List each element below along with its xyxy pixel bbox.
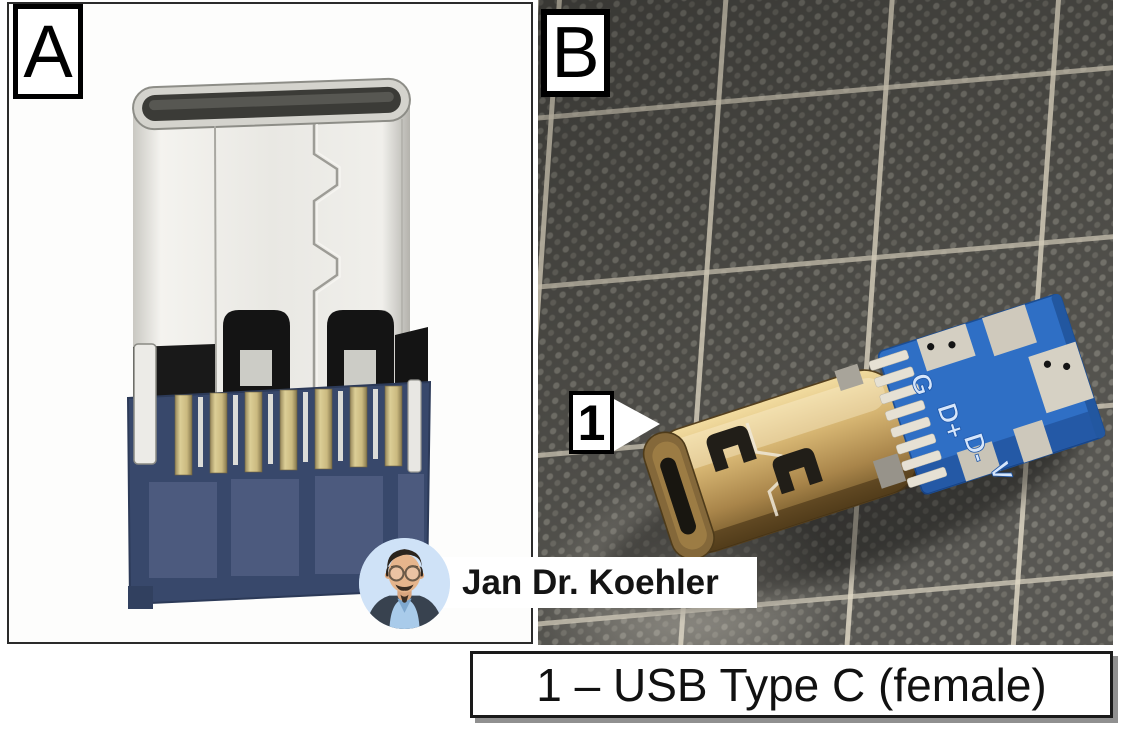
usb-c-cad-render bbox=[126, 77, 432, 609]
callout-1-arrow bbox=[614, 399, 660, 451]
usb-c-photo: G D+ D- V bbox=[599, 293, 1107, 607]
callout-1-number: 1 bbox=[577, 394, 606, 451]
avatar-glasses bbox=[388, 565, 421, 582]
author-avatar bbox=[359, 538, 450, 629]
cad-pcb bbox=[126, 380, 432, 609]
panel-b-label: B bbox=[541, 9, 610, 97]
watermark-strip: Jan Dr. Koehler bbox=[428, 557, 757, 608]
photo-pcb: G D+ D- V bbox=[868, 293, 1107, 496]
watermark-author: Jan Dr. Koehler bbox=[462, 562, 719, 602]
panel-b: G D+ D- V B 1 bbox=[538, 0, 1113, 645]
photo-gold-shell bbox=[642, 363, 924, 561]
panel-a-label: A bbox=[13, 4, 83, 99]
photo-solder-fingers bbox=[868, 349, 948, 488]
panel-b-label-text: B bbox=[551, 13, 600, 93]
panel-a: A bbox=[7, 2, 533, 644]
cad-left-shell-tab bbox=[133, 343, 157, 465]
cad-gold-pins bbox=[174, 385, 403, 476]
figure-caption: 1 – USB Type C (female) bbox=[470, 651, 1113, 718]
figure-caption-text: 1 – USB Type C (female) bbox=[536, 658, 1047, 711]
panel-a-label-text: A bbox=[23, 9, 73, 93]
avatar-illustration bbox=[359, 538, 450, 629]
callout-1-box: 1 bbox=[569, 391, 614, 454]
cad-right-shell-tab bbox=[407, 379, 422, 473]
